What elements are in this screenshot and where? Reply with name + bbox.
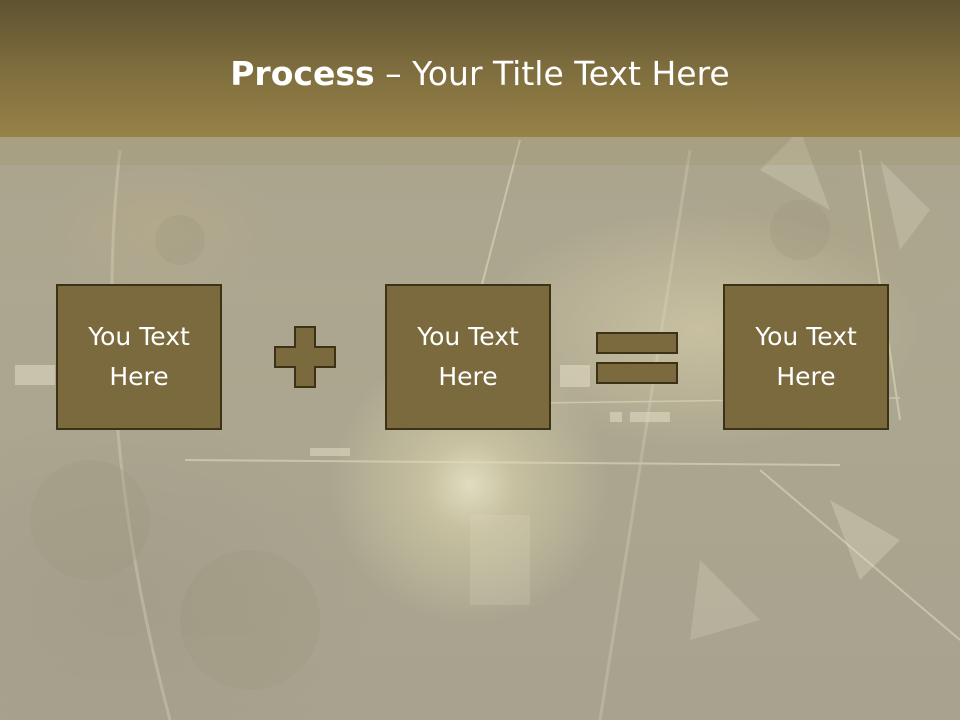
header-shadow-band	[0, 137, 960, 165]
process-box-3: You Text Here	[723, 284, 889, 430]
title-text: Your Title Text Here	[412, 54, 730, 93]
equals-icon	[596, 332, 678, 384]
title-bold: Process	[230, 54, 375, 93]
process-box-2-text: You Text Here	[417, 322, 519, 391]
process-box-1: You Text Here	[56, 284, 222, 430]
plus-icon	[274, 326, 336, 388]
process-box-1-text: You Text Here	[88, 322, 190, 391]
process-box-2: You Text Here	[385, 284, 551, 430]
title-bar: Process – Your Title Text Here	[0, 0, 960, 137]
light-overlay	[0, 165, 960, 720]
title-separator: –	[374, 54, 413, 93]
process-box-3-text: You Text Here	[755, 322, 857, 391]
slide-title: Process – Your Title Text Here	[0, 52, 960, 96]
